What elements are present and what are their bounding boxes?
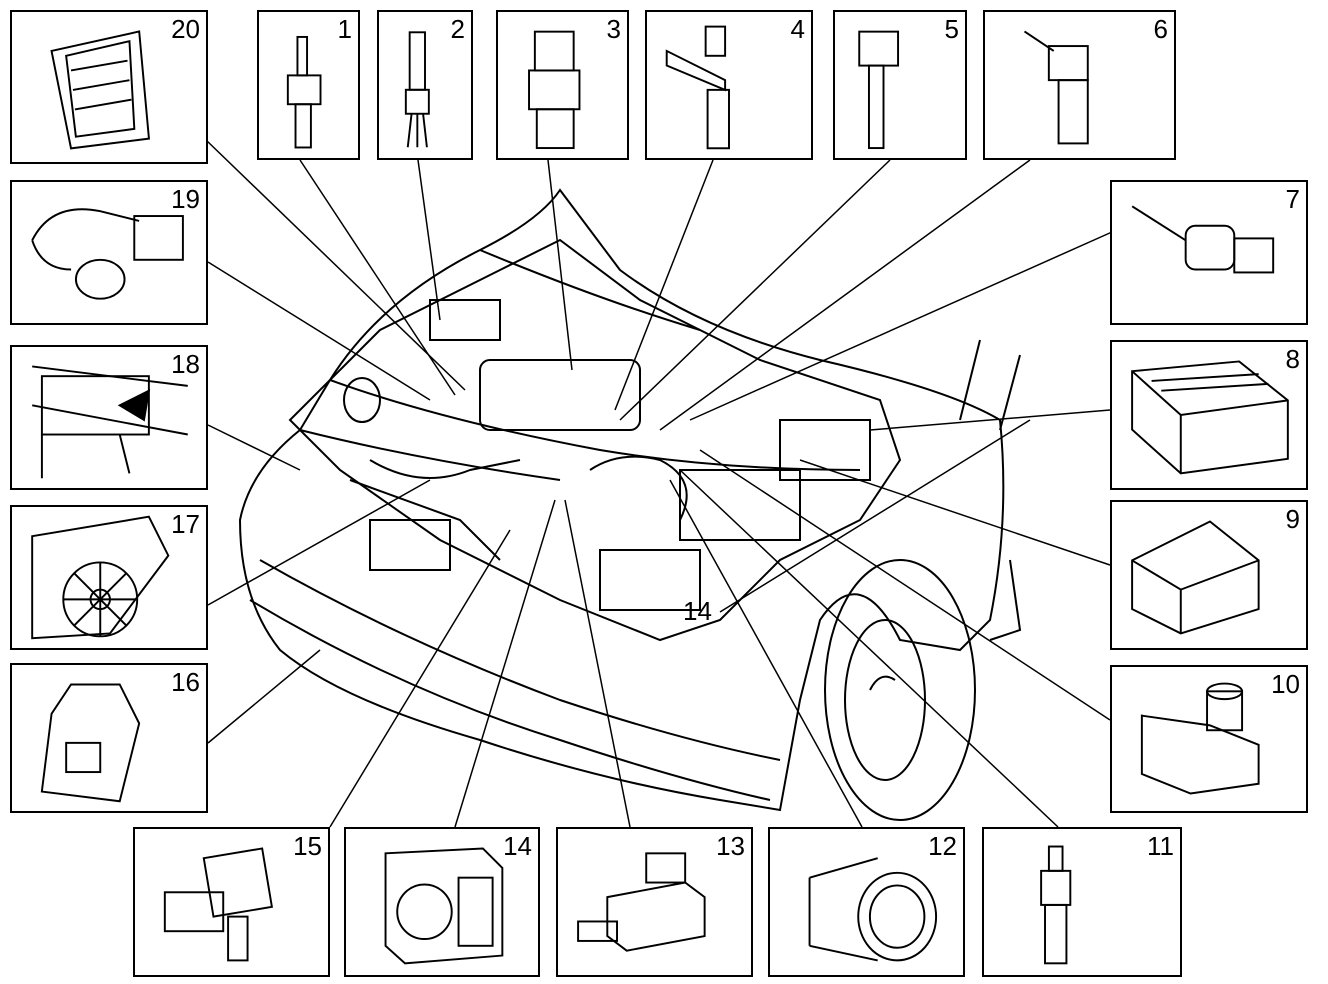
camshaft-sensor-icon	[1023, 30, 1089, 145]
component-number-12: 12	[928, 831, 957, 861]
component-box-16: 16	[10, 663, 208, 813]
knock-sensor-icon	[31, 208, 184, 300]
component-box-9: 9	[1110, 500, 1308, 650]
component-box-4: 4	[645, 10, 813, 160]
leader-line-4	[614, 159, 714, 411]
component-number-14: 14	[503, 831, 532, 861]
leader-line-10	[699, 449, 1111, 721]
component-number-1: 1	[337, 14, 352, 44]
component-box-14: 14	[344, 827, 540, 977]
component-number-4: 4	[790, 14, 805, 44]
center-label-14: 14	[683, 596, 712, 626]
leader-line-8	[869, 409, 1111, 431]
component-box-13: 13	[556, 827, 753, 977]
leader-line-6	[659, 159, 1031, 431]
component-number-5: 5	[944, 14, 959, 44]
leader-line-14	[454, 499, 556, 828]
fuel-injector-icon	[665, 25, 730, 150]
leader-line-9	[799, 459, 1111, 566]
leader-line-2	[417, 159, 441, 321]
component-number-17: 17	[171, 509, 200, 539]
leader-line-11	[679, 469, 1059, 828]
component-box-15: 15	[133, 827, 330, 977]
component-number-15: 15	[293, 831, 322, 861]
temperature-sensor-icon	[286, 35, 322, 149]
component-box-20: 20	[10, 10, 208, 164]
component-box-2: 2	[377, 10, 473, 160]
component-box-11: 11	[982, 827, 1182, 977]
leader-line-20	[205, 139, 466, 391]
oxygen-sensor-icon	[404, 31, 430, 148]
crash-sensor-icon	[40, 683, 141, 803]
fan-icon	[31, 515, 170, 640]
coolant-sensor-icon	[1040, 845, 1072, 965]
throttle-body-icon	[384, 847, 504, 965]
component-number-6: 6	[1153, 14, 1168, 44]
pressure-switch-icon	[528, 30, 581, 150]
leader-line-18	[207, 424, 301, 471]
component-number-18: 18	[171, 349, 200, 379]
pedal-sensor-icon	[32, 365, 188, 479]
leader-line-14b	[719, 419, 1031, 613]
leader-line-12	[669, 479, 863, 828]
leader-line-13	[564, 499, 631, 828]
component-box-10: 10	[1110, 665, 1308, 813]
component-box-12: 12	[768, 827, 965, 977]
relay-icon	[1131, 520, 1260, 635]
component-number-3: 3	[606, 14, 621, 44]
component-number-11: 11	[1147, 831, 1174, 861]
leader-line-3	[547, 159, 573, 371]
leader-line-19	[207, 261, 431, 401]
component-box-6: 6	[983, 10, 1176, 160]
component-number-7: 7	[1285, 184, 1300, 214]
mass-airflow-sensor-icon	[808, 857, 938, 962]
control-module-icon	[50, 30, 150, 150]
component-number-20: 20	[171, 14, 200, 44]
idle-valve-icon	[1140, 682, 1260, 795]
component-box-3: 3	[496, 10, 629, 160]
leader-line-7	[689, 231, 1113, 421]
component-number-10: 10	[1271, 669, 1300, 699]
map-sensor-icon	[163, 847, 274, 962]
component-number-9: 9	[1285, 504, 1300, 534]
component-box-18: 18	[10, 345, 208, 490]
component-number-8: 8	[1285, 344, 1300, 374]
leader-line-1	[299, 159, 456, 396]
component-box-5: 5	[833, 10, 967, 160]
component-box-1: 1	[257, 10, 360, 160]
component-number-16: 16	[171, 667, 200, 697]
leader-line-5	[619, 159, 891, 421]
component-number-13: 13	[716, 831, 745, 861]
component-number-2: 2	[450, 14, 465, 44]
leader-line-15	[329, 529, 511, 828]
solenoid-valve-icon	[577, 852, 706, 952]
component-box-7: 7	[1110, 180, 1308, 325]
leader-line-17	[207, 479, 431, 606]
ignition-coil-icon	[858, 30, 900, 150]
relay-box-icon	[1131, 360, 1289, 475]
component-box-17: 17	[10, 505, 208, 650]
sensor-probe-icon	[1131, 205, 1275, 274]
component-number-19: 19	[171, 184, 200, 214]
component-box-8: 8	[1110, 340, 1308, 490]
leader-line-16	[207, 649, 321, 744]
component-box-19: 19	[10, 180, 208, 325]
